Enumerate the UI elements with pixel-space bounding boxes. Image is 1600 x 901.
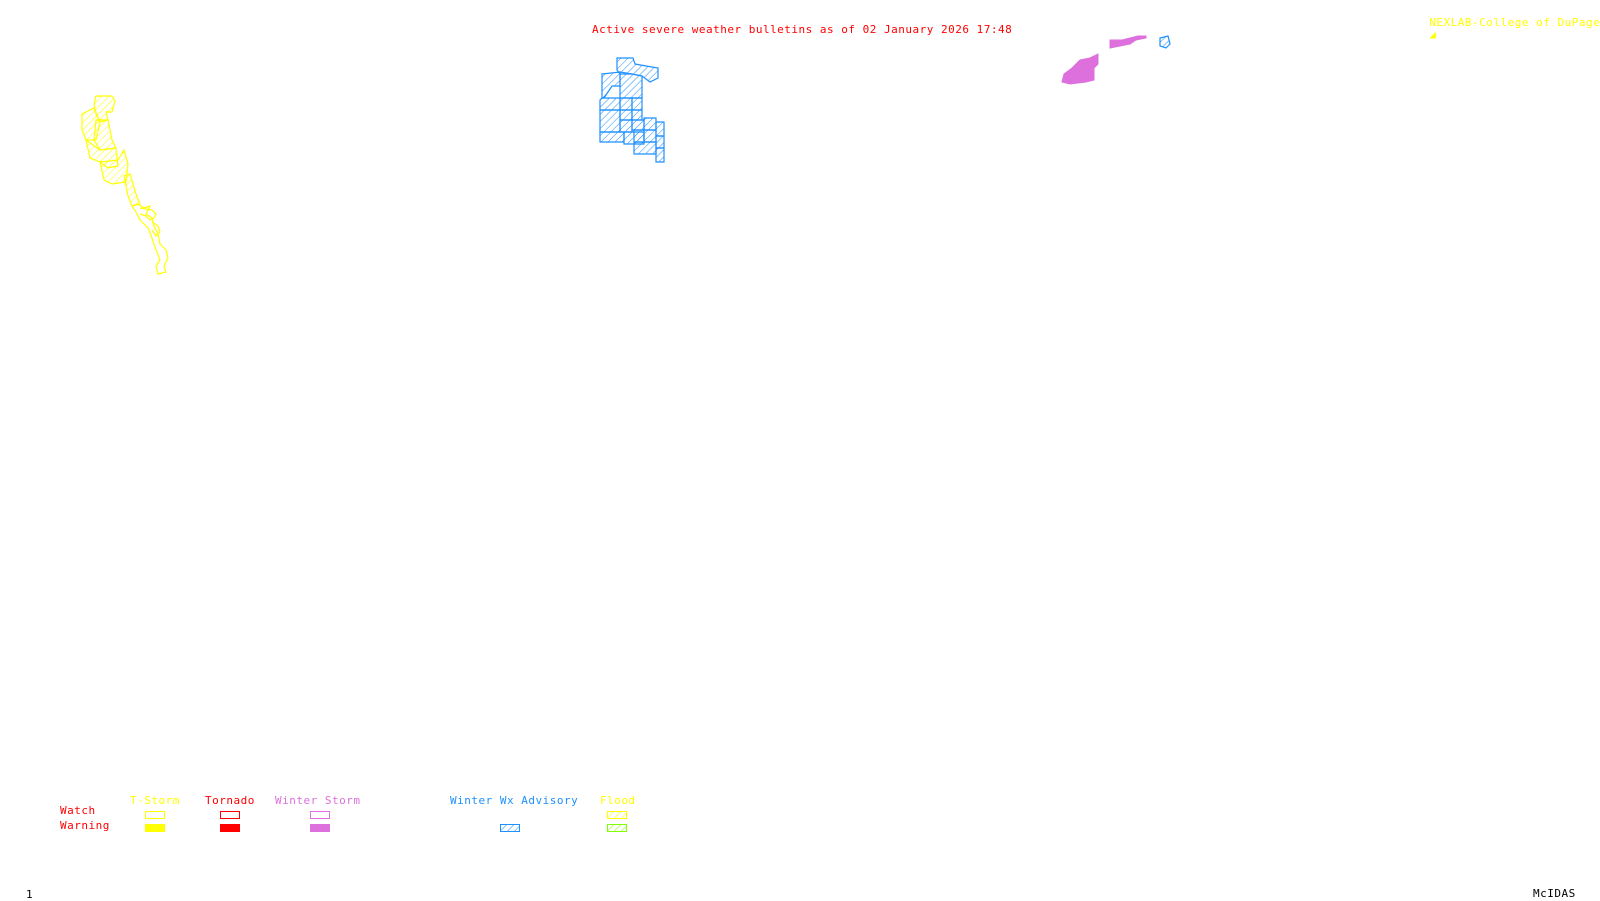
winter-wx-advisory-plains [599, 57, 665, 163]
map-title: Active severe weather bulletins as of 02… [592, 23, 1013, 36]
winter-wx-advisory-northeast [1159, 35, 1171, 49]
swatch-flood-watch [607, 811, 627, 819]
swatch-tstorm-watch [145, 811, 165, 819]
software-label: McIDAS [1533, 887, 1576, 900]
frame-number: 1 [26, 888, 34, 901]
legend-label-winter-wx-advisory: Winter Wx Advisory [450, 794, 579, 807]
swatch-tstorm-warning [145, 824, 165, 832]
swatch-winter-storm-warning [310, 824, 330, 832]
legend-row-warning: Warning [60, 819, 110, 832]
credit-text: NEXLAB-College of DuPage [1429, 16, 1600, 29]
swatch-tornado-watch [220, 811, 240, 819]
nexlab-logo-icon: ◢ [1429, 28, 1437, 41]
tstorm-watch-west-coast [81, 95, 169, 275]
swatch-winter-storm-watch [310, 811, 330, 819]
legend-label-tornado: Tornado [205, 794, 255, 807]
legend-label-tstorm: T-Storm [130, 794, 180, 807]
legend-label-flood: Flood [600, 794, 636, 807]
swatch-tornado-warning [220, 824, 240, 832]
legend-row-watch: Watch [60, 804, 96, 817]
legend-label-winter-storm: Winter Storm [275, 794, 361, 807]
swatch-flood-warning [607, 824, 627, 832]
swatch-winter-wx-advisory-warning [500, 824, 520, 832]
winter-storm-warning-northeast [1061, 35, 1147, 85]
credit-label: NEXLAB-College of DuPage ◢ [1415, 5, 1600, 41]
